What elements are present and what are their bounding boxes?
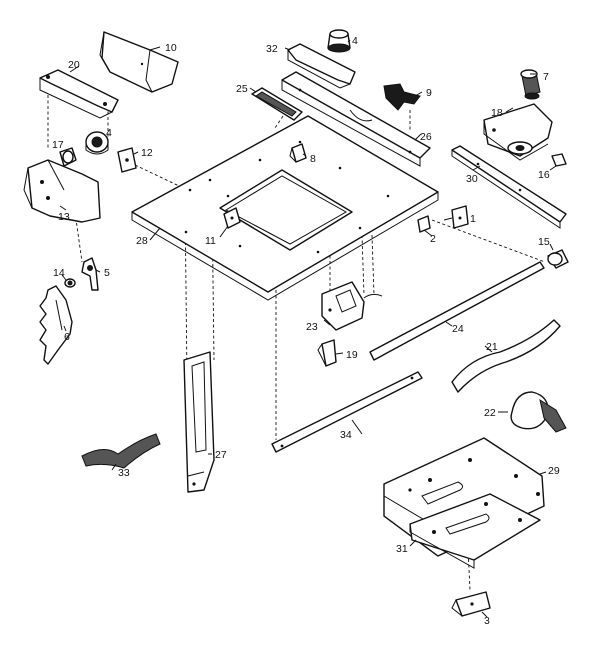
callout-26: 26	[420, 131, 432, 143]
part-23-switch-box	[321, 281, 383, 331]
part-26-support-bracket	[281, 71, 431, 167]
callout-10: 10	[165, 42, 177, 54]
part-16-block	[551, 153, 567, 167]
part-4-clamp-knob-left	[85, 131, 109, 155]
callout-17: 17	[52, 139, 64, 151]
callout-leaders	[59, 39, 557, 618]
callout-numbers: 1 2 3 4 4 5 6 7 8 9 10 11 12 13 14 15 16…	[52, 35, 560, 627]
callout-21: 21	[486, 341, 498, 353]
part-31-insert-plate	[409, 493, 541, 569]
callout-34: 34	[340, 429, 352, 441]
callout-20: 20	[68, 59, 80, 71]
part-9-wing-nut	[383, 83, 421, 111]
part-28-table-top	[131, 115, 439, 301]
callout-29: 29	[548, 465, 560, 477]
part-33-rubber-strip	[81, 433, 161, 469]
part-32-bracket	[287, 43, 356, 89]
callout-22: 22	[484, 407, 496, 419]
callout-9: 9	[426, 87, 432, 99]
callout-18: 18	[491, 107, 503, 119]
callout-19: 19	[346, 349, 358, 361]
part-24-rail-bar	[369, 261, 545, 361]
callout-13: 13	[58, 211, 70, 223]
callout-23: 23	[306, 321, 318, 333]
part-12-bracket	[117, 147, 137, 173]
part-11-bracket	[223, 207, 241, 229]
part-18-miter-gauge	[483, 103, 553, 161]
callout-6: 6	[64, 331, 70, 343]
part-10-blade-guard-cover	[99, 31, 179, 93]
part-4-clamp-knob-top	[327, 29, 351, 53]
callout-32: 32	[266, 43, 278, 55]
part-5-blade-clip	[81, 257, 99, 291]
callout-27: 27	[215, 449, 227, 461]
callout-14: 14	[53, 267, 65, 279]
part-3-foot-clip	[451, 591, 491, 617]
part-19-clip	[317, 339, 337, 367]
callout-2: 2	[430, 233, 436, 245]
part-21-cord	[451, 319, 561, 393]
part-30-miter-bar	[451, 145, 567, 229]
part-14-screw	[64, 278, 76, 288]
part-20-rail-bracket	[39, 69, 119, 119]
part-2-bracket	[417, 215, 431, 233]
part-8-clip	[289, 143, 307, 163]
callout-28: 28	[136, 235, 148, 247]
part-22-cord-strap	[510, 391, 567, 433]
part-15-end-cap	[547, 249, 569, 269]
callout-24: 24	[452, 323, 464, 335]
callout-12: 12	[141, 147, 153, 159]
part-17-bushing	[59, 147, 77, 167]
callout-30: 30	[466, 173, 478, 185]
part-25-rail	[251, 87, 303, 121]
callout-31: 31	[396, 543, 408, 555]
part-1-bracket	[451, 205, 469, 229]
callout-7: 7	[543, 71, 549, 83]
callout-15: 15	[538, 236, 550, 248]
callout-1: 1	[470, 213, 476, 225]
part-6-saw-blade	[39, 285, 73, 365]
part-13-blade-guard-plate	[23, 159, 101, 223]
callout-4-top: 4	[352, 35, 358, 47]
callout-33: 33	[118, 467, 130, 479]
callout-25: 25	[236, 83, 248, 95]
callout-4-left: 4	[106, 127, 112, 139]
callout-5: 5	[104, 267, 110, 279]
callout-16: 16	[538, 169, 550, 181]
callout-8: 8	[310, 153, 316, 165]
callout-3: 3	[484, 615, 490, 627]
part-34-lower-bar	[271, 371, 423, 453]
part-27-leg	[183, 351, 215, 493]
callout-11: 11	[205, 235, 216, 247]
part-7-knob	[520, 69, 541, 100]
